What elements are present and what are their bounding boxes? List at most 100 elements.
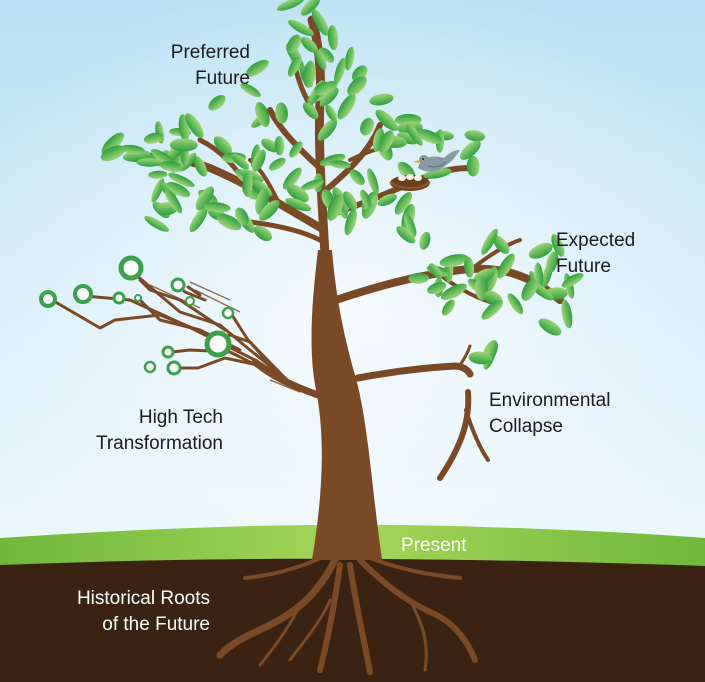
leaf-icon [347,76,367,96]
leaf-icon [318,47,335,63]
leaf-icon [561,299,573,329]
circuit-node-icon [204,330,232,358]
leaf-icon [466,155,480,177]
leaf-icon [148,170,168,179]
leaf-icon [369,93,394,106]
leaf-icon [216,213,242,231]
leaf-icon [325,104,337,122]
leaf-icon [166,182,191,198]
leaf-icon [208,95,226,111]
label-present: Present [401,535,467,556]
leaf-icon [289,141,303,158]
leaf-icon [464,130,486,142]
leaf-icon [440,283,467,300]
leaf-icon [406,123,423,146]
label-high-tech-transformation: High Tech Transformation [60,405,223,457]
label-expected-future: Expected Future [556,228,635,280]
leaf-icon [276,0,305,11]
leaf-icon [300,179,324,191]
leaf-icon [288,19,315,37]
leaf-icon [349,169,365,186]
leaf-icon [300,0,321,16]
leaf-icon [315,49,327,70]
leaf-icon [343,191,357,211]
leaf-icon [408,272,430,284]
leaf-icon [459,140,481,160]
soil [0,558,705,682]
leaf-icon [255,102,270,127]
leaf-icon [303,60,316,88]
leaf-icon [468,351,493,365]
leaf-icon [314,81,331,96]
leaf-icon [136,158,162,167]
leaf-icon [231,153,250,170]
label-environmental-collapse: Environmental Collapse [489,388,610,440]
leaf-icon [439,254,469,267]
leaf-icon [417,129,442,144]
leaf-icon [428,263,443,279]
leaf-icon [311,9,329,36]
bird-icon [413,150,460,172]
label-collapse-line1: Environmental [489,390,611,411]
leaf-icon [427,281,447,295]
leaf-icon [481,228,498,255]
leaf-icon [344,46,355,71]
leaf-icon [285,198,312,212]
leaf-icon [144,216,170,232]
circuit-node-icon [221,306,235,320]
leaf-icon [275,102,288,124]
leaf-icon [235,207,249,226]
leaf-icon [464,256,475,278]
label-preferred-line2: Future [195,68,250,89]
leaf-icon [377,193,397,207]
leaf-icon [319,153,346,167]
circuit-node-icon [161,345,175,359]
leaf-icon [561,273,584,288]
label-historical-roots: Historical Roots of the Future [40,586,210,638]
leaf-icon [203,202,231,213]
leaf-icon [327,25,339,51]
leaf-icon [507,293,524,315]
leaf-icon [185,113,204,139]
leaf-icon [169,138,198,152]
circuit-node-icon [143,360,157,374]
leaf-icon [481,299,504,320]
leaf-icon [367,168,379,195]
leaf-icon [337,93,356,120]
leaf-icon [120,144,146,155]
leaf-icon [327,194,344,221]
label-preferred-line1: Preferred [170,42,250,63]
circuit-node-icon [185,296,195,306]
circuit-node-icon [170,277,186,293]
leaf-icon [282,167,302,190]
leaf-icon [287,56,301,77]
leaf-icon [159,161,185,172]
leaf-icon [545,251,559,274]
leaf-icon [419,231,431,250]
label-preferred-future: Preferred Future [140,40,250,92]
leaf-icon [441,299,455,316]
leaf-icon [330,160,351,169]
circuit-node-icon [134,294,142,302]
leaf-icon [242,171,253,197]
leaf-icon [317,118,338,141]
leaf-icon [394,192,413,215]
leaf-icon [100,145,126,162]
leaf-icon [195,186,214,211]
circuit-node-icon [73,284,93,304]
leaf-icon [168,172,195,188]
leaf-icon [302,102,319,120]
leaf-icon [375,109,398,131]
leaf-icon [143,132,164,144]
leaf-icon [497,253,515,279]
leaf-icon [528,242,553,259]
leaf-icon [101,132,125,155]
leaf-icon [378,130,394,153]
label-expected-line2: Future [556,256,611,277]
leaf-icon [213,136,232,155]
leaf-icon [193,156,208,177]
leaf-icon [240,83,261,98]
label-roots-line1: Historical Roots [76,588,210,609]
leaf-icon [538,318,562,336]
